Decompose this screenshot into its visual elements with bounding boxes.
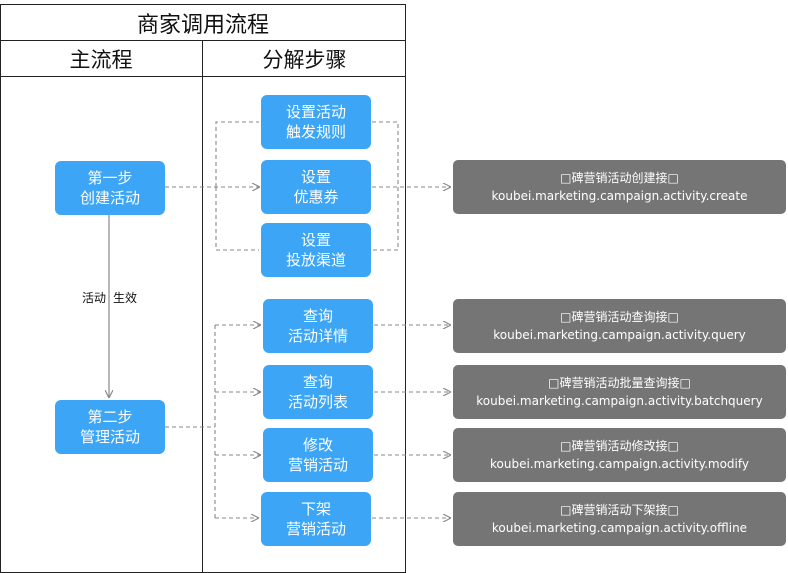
api-offline-name: □碑营销活动下架接□ [560, 503, 679, 517]
set-coupon-line1: 设置 [300, 168, 331, 186]
set-trigger-rule-node: 设置活动 触发规则 [261, 95, 371, 149]
edge-label-left: 活动 [82, 291, 107, 305]
set-coupon-node: 设置 优惠券 [261, 160, 371, 214]
query-list-node: 查询 活动列表 [263, 365, 373, 419]
modify-line2: 营销活动 [287, 456, 348, 474]
offline-activity-node: 下架 营销活动 [261, 492, 371, 546]
step1-line1: 第一步 [87, 169, 133, 187]
set-coupon-line2: 优惠券 [293, 188, 339, 206]
column-divider [202, 40, 203, 573]
api-modify-name: □碑营销活动修改接□ [560, 439, 679, 453]
api-query-name: □碑营销活动查询接□ [560, 310, 679, 324]
query-list-line2: 活动列表 [287, 393, 348, 411]
create-left-bracket [215, 121, 259, 187]
api-offline: □碑营销活动下架接□ koubei.marketing.campaign.act… [453, 492, 786, 546]
set-channel-line2: 投放渠道 [285, 251, 346, 269]
modify-line1: 修改 [302, 436, 333, 454]
query-detail-node: 查询 活动详情 [263, 299, 373, 353]
query-list-line1: 查询 [302, 373, 333, 391]
header-row [0, 40, 406, 77]
create-right-bracket [372, 121, 399, 251]
api-offline-method: koubei.marketing.campaign.activity.offli… [491, 521, 748, 535]
api-modify: □碑营销活动修改接□ koubei.marketing.campaign.act… [453, 428, 786, 482]
api-batchquery: □碑营销活动批量查询接□ koubei.marketing.campaign.a… [453, 365, 786, 419]
api-batchquery-name: □碑营销活动批量查询接□ [548, 376, 691, 390]
steps-header: 分解步骤 [262, 48, 347, 72]
set-trigger-line1: 设置活动 [285, 103, 346, 121]
step1-create-activity: 第一步 创建活动 [55, 161, 165, 215]
main-flow-header: 主流程 [69, 48, 133, 72]
api-query-method: koubei.marketing.campaign.activity.query [493, 328, 746, 342]
api-batchquery-method: koubei.marketing.campaign.activity.batch… [476, 394, 763, 408]
modify-activity-node: 修改 营销活动 [263, 428, 373, 482]
page-title: 商家调用流程 [136, 12, 269, 38]
step2-line1: 第二步 [87, 408, 133, 426]
api-create: □碑营销活动创建接□ koubei.marketing.campaign.act… [453, 160, 786, 214]
api-create-method: koubei.marketing.campaign.activity.creat… [491, 189, 748, 203]
step1-line2: 创建活动 [79, 189, 140, 207]
set-channel-line1: 设置 [300, 231, 331, 249]
api-query: □碑营销活动查询接□ koubei.marketing.campaign.act… [453, 299, 786, 353]
api-modify-method: koubei.marketing.campaign.activity.modif… [490, 457, 749, 471]
query-detail-line1: 查询 [302, 307, 333, 325]
offline-line1: 下架 [300, 500, 331, 518]
set-trigger-line2: 触发规则 [285, 123, 346, 141]
create-left-bracket-bottom [215, 187, 259, 251]
set-channel-node: 设置 投放渠道 [261, 223, 371, 277]
title-row [0, 4, 406, 41]
api-create-name: □碑营销活动创建接□ [560, 171, 679, 185]
offline-line2: 营销活动 [285, 520, 346, 538]
edge-label-right: 生效 [113, 291, 138, 305]
step2-manage-activity: 第二步 管理活动 [55, 400, 165, 454]
step2-line2: 管理活动 [79, 428, 140, 446]
query-detail-line2: 活动详情 [287, 327, 348, 345]
